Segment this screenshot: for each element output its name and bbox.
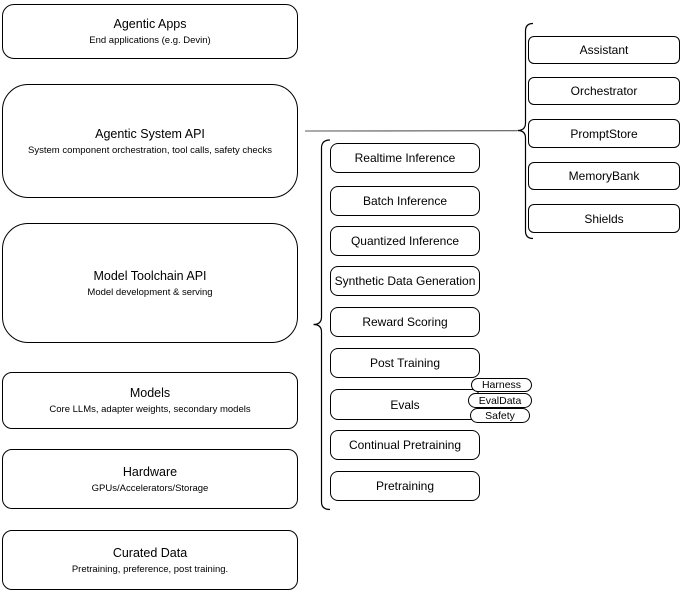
node-orchestrator: Orchestrator [528,77,680,105]
tag-label: EvalData [478,394,522,407]
node-title: Agentic System API [95,126,205,141]
node-model-toolchain-api: Model Toolchain API Model development & … [2,223,298,343]
node-label: Reward Scoring [362,315,448,329]
node-title: Curated Data [112,545,188,560]
node-label: Batch Inference [362,194,448,208]
node-curated-data: Curated Data Pretraining, preference, po… [2,530,298,590]
node-promptstore: PromptStore [528,119,680,148]
node-label: Assistant [579,43,629,57]
node-reward-scoring: Reward Scoring [330,307,480,337]
node-label: PromptStore [570,126,638,141]
node-realtime-inference: Realtime Inference [330,143,480,173]
node-batch-inference: Batch Inference [330,186,480,216]
node-evals: Evals [330,389,480,420]
node-label: Quantized Inference [350,234,460,248]
node-post-training: Post Training [330,348,480,378]
node-label: Shields [584,211,624,226]
node-memorybank: MemoryBank [528,162,680,190]
node-label: MemoryBank [568,169,640,183]
node-agentic-system-api: Agentic System API System component orch… [2,84,298,198]
node-label: Continual Pretraining [348,438,462,452]
node-shields: Shields [528,204,680,233]
node-title: Model Toolchain API [93,268,207,283]
node-label: Realtime Inference [354,151,456,165]
tag-evaldata: EvalData [468,393,532,408]
node-hardware: Hardware GPUs/Accelerators/Storage [2,449,298,509]
node-title: Agentic Apps [113,17,187,31]
node-label: Evals [390,397,420,412]
node-models: Models Core LLMs, adapter weights, secon… [2,372,298,429]
node-quantized-inference: Quantized Inference [330,226,480,256]
node-subtitle: Model development & serving [87,286,213,298]
node-label: Pretraining [375,479,435,493]
node-agentic-apps: Agentic Apps End applications (e.g. Devi… [2,4,298,59]
node-label: Synthetic Data Generation [334,274,476,288]
node-subtitle: Core LLMs, adapter weights, secondary mo… [49,404,251,415]
node-continual-pretraining: Continual Pretraining [330,430,480,460]
node-subtitle: End applications (e.g. Devin) [89,35,211,46]
node-label: Post Training [369,356,441,370]
node-pretraining: Pretraining [330,471,480,501]
node-title: Models [129,386,171,400]
toolchain-brace [313,139,331,511]
node-title: Hardware [122,464,178,479]
node-subtitle: Pretraining, preference, post training. [71,563,229,575]
node-synthetic-data-generation: Synthetic Data Generation [330,266,480,296]
node-assistant: Assistant [528,36,680,64]
tag-label: Safety [485,409,515,422]
node-label: Orchestrator [570,84,638,98]
node-subtitle: GPUs/Accelerators/Storage [91,482,209,494]
tag-label: Harness [481,379,522,391]
tag-harness: Harness [471,378,532,392]
tag-safety: Safety [470,408,530,423]
node-subtitle: System component orchestration, tool cal… [28,144,272,156]
